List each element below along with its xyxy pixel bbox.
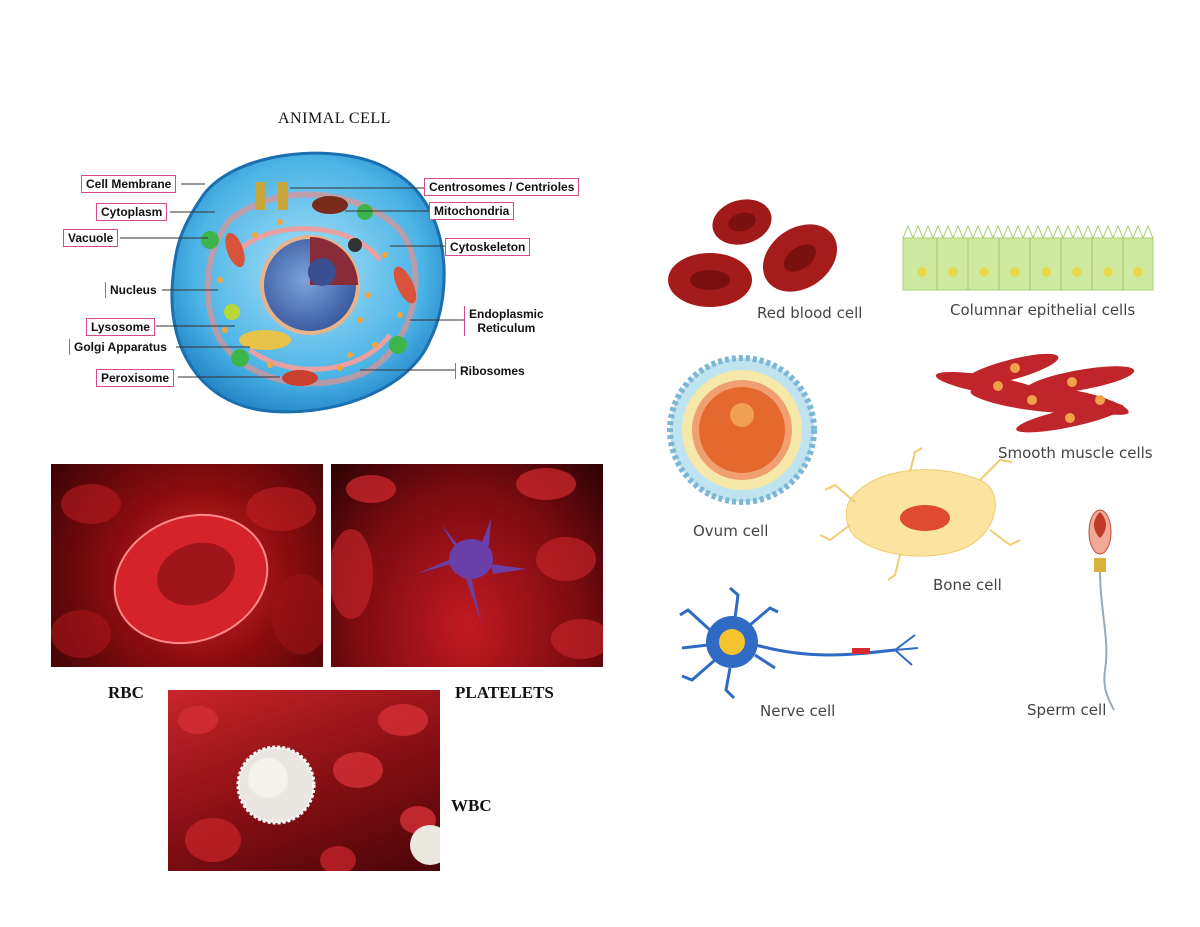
label-platelets: PLATELETS	[455, 683, 554, 702]
rbc-illustration	[51, 484, 323, 658]
label-mitochondria: Mitochondria	[429, 202, 515, 220]
nerve-cell-icon	[679, 586, 919, 700]
red-blood-cell-icon	[668, 199, 838, 307]
label-rbc: RBC	[108, 683, 144, 702]
platelets-photo	[331, 464, 603, 667]
label-nucleus: Nucleus	[105, 282, 161, 298]
animal-cell-illustration	[170, 151, 446, 414]
label-er-line1: Endoplasmic	[469, 307, 544, 321]
label-ribosomes: Ribosomes	[455, 363, 529, 379]
label-cell-membrane: Cell Membrane	[81, 175, 177, 193]
label-cytoskeleton: Cytoskeleton	[445, 238, 531, 256]
label-lysosome: Lysosome	[86, 318, 155, 336]
label-bone-cell: Bone cell	[933, 576, 1002, 594]
label-smooth-muscle: Smooth muscle cells	[998, 444, 1153, 462]
label-nerve-cell: Nerve cell	[760, 702, 836, 720]
label-centrosomes: Centrosomes / Centrioles	[424, 178, 580, 196]
wbc-illustration	[178, 704, 440, 871]
label-vacuole: Vacuole	[63, 229, 119, 247]
smooth-muscle-icon	[935, 353, 1135, 433]
label-columnar-epithelial: Columnar epithelial cells	[950, 301, 1136, 319]
label-cytoplasm: Cytoplasm	[96, 203, 168, 221]
sperm-cell-icon	[1088, 509, 1115, 711]
label-peroxisome: Peroxisome	[96, 369, 175, 387]
ovum-cell-icon	[667, 355, 817, 505]
wbc-photo	[168, 690, 440, 871]
rbc-photo	[51, 464, 323, 667]
platelet-illustration	[331, 468, 603, 659]
label-wbc: WBC	[451, 796, 492, 815]
label-endoplasmic-reticulum: Endoplasmic Reticulum	[464, 306, 548, 336]
animal-cell-title: ANIMAL CELL	[278, 110, 391, 127]
cell-types-illustration	[667, 199, 1154, 711]
label-sperm-cell: Sperm cell	[1027, 701, 1107, 719]
label-golgi-apparatus: Golgi Apparatus	[69, 339, 171, 355]
label-red-blood-cell: Red blood cell	[757, 304, 863, 322]
bone-cell-icon	[819, 447, 1021, 581]
columnar-epithelial-icon	[902, 224, 1154, 291]
label-ovum-cell: Ovum cell	[693, 522, 769, 540]
label-er-line2: Reticulum	[477, 321, 536, 335]
